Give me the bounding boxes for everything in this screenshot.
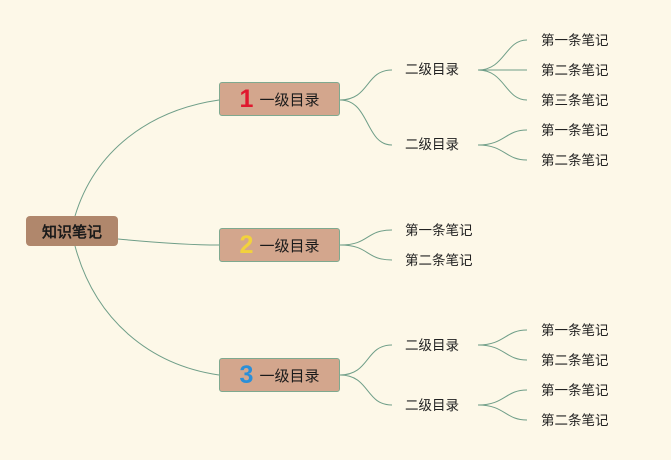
connector-2-2 bbox=[339, 244, 393, 261]
connector-1b-2 bbox=[477, 144, 528, 161]
note-node[interactable]: 第二条笔记 bbox=[541, 153, 609, 169]
root-label: 知识笔记 bbox=[41, 222, 102, 241]
connector-3b-2 bbox=[477, 404, 528, 421]
connector-3-a bbox=[339, 344, 393, 376]
number-3-icon: 3 bbox=[239, 360, 254, 389]
connector-3a-1 bbox=[477, 329, 528, 346]
note-node[interactable]: 第二条笔记 bbox=[541, 353, 609, 369]
subtopic-node[interactable]: 二级目录 bbox=[405, 338, 459, 354]
note-node[interactable]: 第二条笔记 bbox=[541, 63, 609, 79]
connector-3-b bbox=[339, 374, 393, 406]
connector-3a-2 bbox=[477, 344, 528, 361]
connector-root-1 bbox=[74, 99, 220, 217]
note-node[interactable]: 第一条笔记 bbox=[541, 323, 609, 339]
branch-label: 一级目录 bbox=[259, 366, 320, 385]
note-node[interactable]: 第一条笔记 bbox=[541, 123, 609, 139]
connector-1-b bbox=[339, 99, 393, 146]
note-node[interactable]: 第二条笔记 bbox=[405, 253, 473, 269]
connector-1-a bbox=[339, 69, 393, 101]
note-node[interactable]: 第一条笔记 bbox=[541, 383, 609, 399]
branch-node-2[interactable]: 2 一级目录 bbox=[219, 228, 340, 262]
connector-1a-3 bbox=[477, 69, 528, 101]
connector-root-3 bbox=[74, 245, 220, 376]
connector-1a-1 bbox=[477, 39, 528, 71]
note-node[interactable]: 第一条笔记 bbox=[541, 33, 609, 49]
note-node[interactable]: 第二条笔记 bbox=[541, 413, 609, 429]
subtopic-node[interactable]: 二级目录 bbox=[405, 62, 459, 78]
branch-node-3[interactable]: 3 一级目录 bbox=[219, 358, 340, 392]
number-1-icon: 1 bbox=[239, 84, 254, 113]
note-node[interactable]: 第三条笔记 bbox=[541, 93, 609, 109]
connector-root-2 bbox=[117, 238, 220, 246]
number-2-icon: 2 bbox=[239, 230, 254, 259]
subtopic-node[interactable]: 二级目录 bbox=[405, 137, 459, 153]
connector-1b-1 bbox=[477, 129, 528, 146]
branch-label: 一级目录 bbox=[259, 236, 320, 255]
branch-node-1[interactable]: 1 一级目录 bbox=[219, 82, 340, 116]
connector-3b-1 bbox=[477, 389, 528, 406]
branch-label: 一级目录 bbox=[259, 90, 320, 109]
note-node[interactable]: 第一条笔记 bbox=[405, 223, 473, 239]
root-node[interactable]: 知识笔记 bbox=[26, 216, 118, 246]
connector-2-1 bbox=[339, 229, 393, 246]
subtopic-node[interactable]: 二级目录 bbox=[405, 398, 459, 414]
